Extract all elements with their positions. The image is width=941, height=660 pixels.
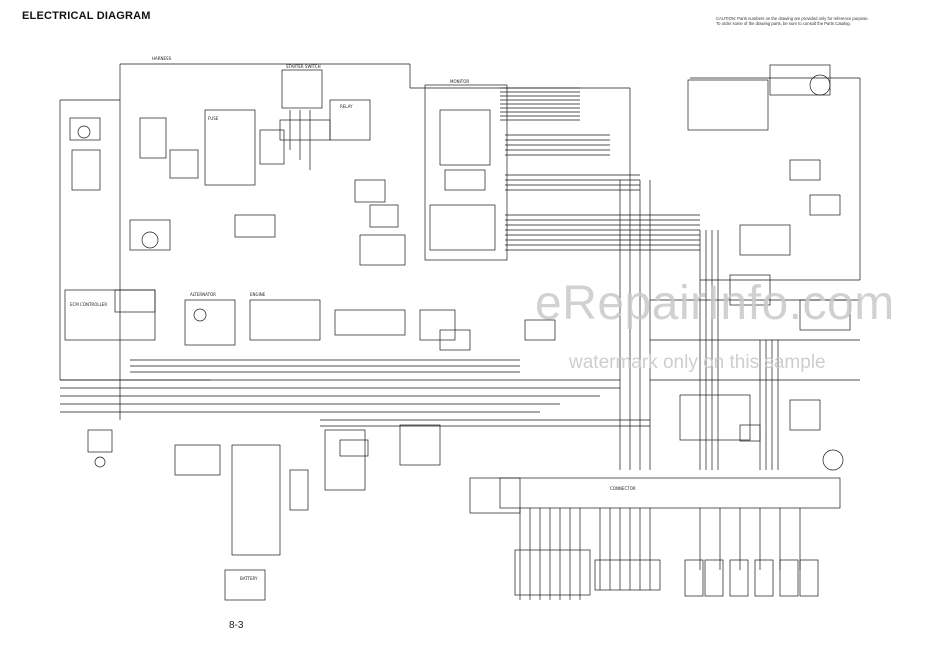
ecm-label: ECM CONTROLLER	[70, 302, 107, 307]
ecm-controller-block	[64, 289, 156, 341]
battery-label: BATTERY	[240, 576, 258, 581]
watermark-site: eRepairInfo.com	[535, 277, 895, 330]
starter-switch-label: STARTER SWITCH	[286, 64, 321, 69]
battery-block	[231, 444, 281, 556]
fuse-label: FUSE	[208, 116, 219, 121]
page-title: ELECTRICAL DIAGRAM	[22, 10, 151, 22]
engine-label: ENGINE	[250, 292, 266, 297]
connector-label: CONNECTOR	[610, 486, 636, 491]
caution-note: CAUTION: Parts numbers on the drawing ar…	[716, 16, 916, 26]
watermark-note: watermark only on this sample	[569, 352, 826, 373]
caution-line-2: To order some of the drawing parts, be s…	[716, 21, 851, 26]
caution-line-1: CAUTION: Parts numbers on the drawing ar…	[716, 16, 869, 21]
monitor-label: MONITOR	[450, 79, 469, 84]
page-number: 8-3	[229, 620, 244, 631]
relay-label: RELAY	[340, 104, 353, 109]
monitor-block	[424, 84, 508, 261]
starter-switch-block	[281, 69, 323, 109]
svg-text:HARNESS: HARNESS	[152, 56, 172, 61]
alternator-label: ALTERNATOR	[190, 292, 216, 297]
